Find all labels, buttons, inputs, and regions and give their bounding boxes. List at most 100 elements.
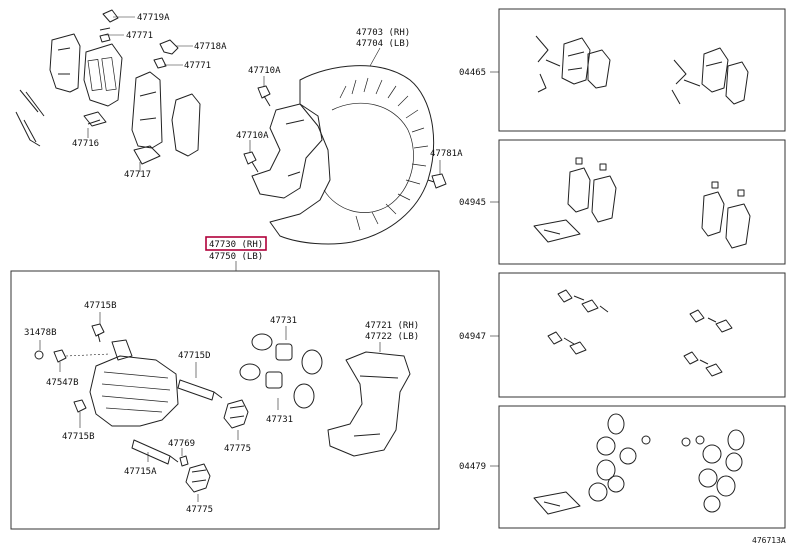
kit-04945-clips[interactable]	[575, 157, 607, 171]
kit-04945-sheet[interactable]	[533, 219, 581, 243]
kit-04479-boot-d[interactable]	[716, 475, 736, 497]
brake-pad-outer-shim[interactable]	[49, 33, 81, 93]
kit-04479-seal-e[interactable]	[698, 468, 718, 488]
kit-04479-seal-f[interactable]	[703, 495, 721, 513]
kit-04465-springs-2[interactable]	[671, 59, 701, 105]
kit-04479-boot-c[interactable]	[727, 429, 745, 451]
kit-04479-label[interactable]: 04479	[459, 462, 486, 472]
callout-47703[interactable]: 47703 (RH)	[356, 28, 410, 38]
callout-47730[interactable]: 47730 (RH)	[209, 240, 263, 250]
slide-pin-boot-47775-upper[interactable]	[223, 399, 249, 429]
bleeder-plug-47715B-lower[interactable]	[73, 399, 87, 413]
bolt-47710A-upper[interactable]	[257, 85, 271, 107]
callout-47547B[interactable]: 47547B	[46, 378, 79, 388]
kit-04479-cap-b[interactable]	[681, 437, 691, 447]
callout-47731-lower[interactable]: 47731	[266, 415, 293, 425]
kit-04947-clip-5[interactable]	[689, 309, 717, 323]
kit-04945-shim-d[interactable]	[725, 203, 751, 249]
bushing-47769[interactable]	[179, 455, 189, 467]
kit-04947-clip-7[interactable]	[683, 351, 709, 365]
bleeder-plug-47715B[interactable]	[91, 323, 105, 343]
pad-clip-47771[interactable]	[153, 57, 167, 69]
kit-04947-clip-8[interactable]	[705, 363, 723, 377]
callout-47718A[interactable]: 47718A	[194, 42, 227, 52]
kit-04945-label[interactable]: 04945	[459, 198, 486, 208]
callout-47716[interactable]: 47716	[72, 139, 99, 149]
caliper-mounting-bracket[interactable]	[251, 103, 323, 199]
brake-pad-inner[interactable]	[83, 43, 123, 107]
kit-04465-pad-right[interactable]	[587, 49, 611, 89]
pad-clip-top[interactable]	[99, 9, 119, 31]
slide-pin-47715A[interactable]	[131, 439, 179, 465]
kit-04479-boot-a[interactable]	[607, 413, 625, 435]
piston-boot-b[interactable]	[293, 383, 315, 409]
callout-47710A-lower[interactable]: 47710A	[236, 131, 269, 141]
caliper-mounting-bracket-47721[interactable]	[327, 351, 411, 457]
brake-pad-outer[interactable]	[131, 71, 163, 149]
callout-47721[interactable]: 47721 (RH)	[365, 321, 419, 331]
kit-04947-label[interactable]: 04947	[459, 332, 486, 342]
kit-04945-shim-c[interactable]	[701, 191, 725, 237]
slide-pin-boot-47775-lower[interactable]	[185, 463, 211, 493]
pad-shim-right[interactable]	[171, 93, 201, 157]
kit-04465-pad-left-2[interactable]	[701, 47, 729, 93]
callout-47775-upper[interactable]: 47775	[224, 444, 251, 454]
caliper-cylinder-body[interactable]	[89, 355, 179, 427]
kit-04947-clip-2[interactable]	[581, 299, 609, 313]
kit-04479-piston-b[interactable]	[725, 452, 743, 472]
pad-support-plate-47716[interactable]	[83, 111, 107, 127]
kit-04479-seal-d[interactable]	[702, 444, 722, 464]
callout-47769[interactable]: 47769	[168, 439, 195, 449]
callout-47775-lower[interactable]: 47775	[186, 505, 213, 515]
callout-47717[interactable]: 47717	[124, 170, 151, 180]
callout-47715A[interactable]: 47715A	[124, 467, 157, 477]
kit-04479-seal-a[interactable]	[596, 436, 616, 456]
callout-31478B[interactable]: 31478B	[24, 328, 57, 338]
callout-47704[interactable]: 47704 (LB)	[356, 39, 410, 49]
kit-04947-clip-3[interactable]	[547, 331, 575, 345]
kit-04947-clip-4[interactable]	[569, 341, 587, 355]
callout-47781A[interactable]: 47781A	[430, 149, 463, 159]
kit-04479-sheet[interactable]	[533, 491, 581, 515]
kit-04479-cap-c[interactable]	[695, 435, 705, 445]
kit-04465-springs[interactable]	[535, 35, 561, 93]
kit-04945-shim-a[interactable]	[567, 167, 591, 213]
callout-47715B-upper[interactable]: 47715B	[84, 301, 117, 311]
bolt-47781A[interactable]	[427, 173, 447, 189]
piston-47731-b[interactable]	[265, 371, 283, 389]
pad-wear-indicator-47717[interactable]	[133, 145, 161, 165]
kit-04947-clip-6[interactable]	[715, 319, 733, 333]
anti-rattle-spring[interactable]	[15, 89, 45, 147]
kit-04947-clip-1[interactable]	[557, 289, 585, 303]
kit-04465-label[interactable]: 04465	[459, 68, 486, 78]
piston-boot-a[interactable]	[301, 349, 323, 375]
kit-04479-piston-a[interactable]	[596, 459, 616, 481]
callout-47715B-lower[interactable]: 47715B	[62, 432, 95, 442]
callout-47719A[interactable]: 47719A	[137, 13, 170, 23]
callout-47771-top[interactable]: 47771	[126, 31, 153, 41]
kit-04479-seal-c[interactable]	[607, 475, 625, 493]
bolt-47710A-lower[interactable]	[243, 151, 259, 173]
slide-pin-47715D[interactable]	[177, 379, 223, 401]
piston-seal-a[interactable]	[251, 333, 273, 351]
callout-47722[interactable]: 47722 (LB)	[365, 332, 419, 342]
callout-47771-mid[interactable]: 47771	[184, 61, 211, 71]
kit-04465-pad-left[interactable]	[561, 37, 591, 85]
pad-shim-small[interactable]	[99, 33, 111, 43]
cap-31478B[interactable]	[34, 350, 44, 360]
kit-04945-clips-2[interactable]	[711, 181, 745, 197]
pad-clip-47718A[interactable]	[159, 39, 179, 55]
kit-04479-cap-a[interactable]	[641, 435, 651, 445]
piston-47731[interactable]	[275, 343, 293, 361]
disc-brake-dust-cover[interactable]	[269, 65, 434, 245]
kit-04479-seal-b[interactable]	[619, 447, 637, 465]
kit-04465-pad-right-2[interactable]	[725, 61, 749, 105]
callout-47710A-upper[interactable]: 47710A	[248, 66, 281, 76]
kit-04945-shim-b[interactable]	[591, 175, 617, 223]
piston-seal-b[interactable]	[239, 363, 261, 381]
callout-47750[interactable]: 47750 (LB)	[209, 252, 263, 262]
callout-47731-upper[interactable]: 47731	[270, 316, 297, 326]
kit-04479-boot-b[interactable]	[588, 482, 608, 502]
bleeder-plug-47547B[interactable]	[53, 349, 67, 363]
callout-47715D[interactable]: 47715D	[178, 351, 211, 361]
